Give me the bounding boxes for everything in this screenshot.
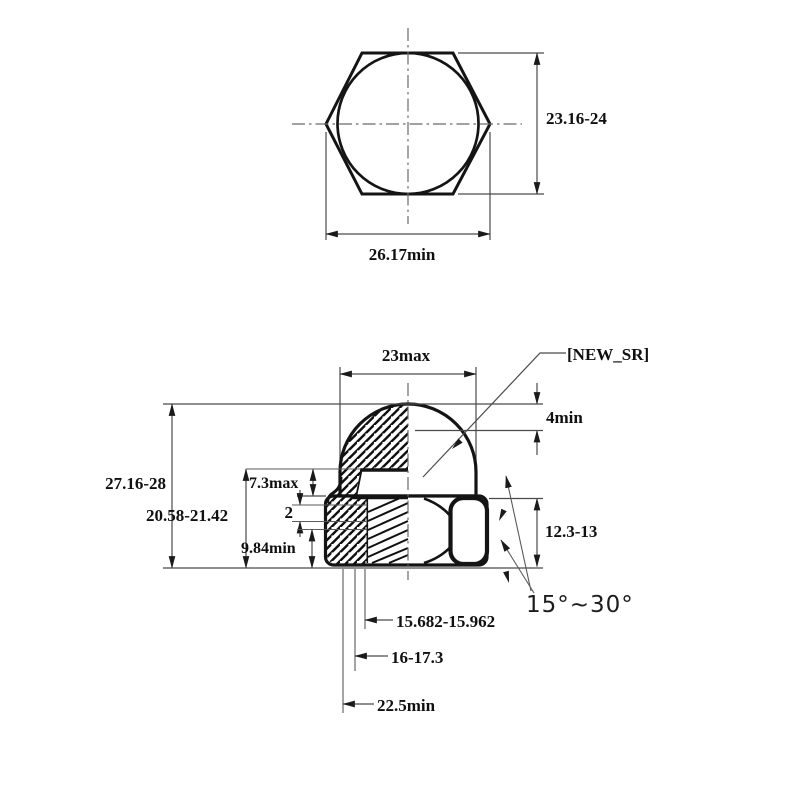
dim-thread-length: 22.5min <box>377 696 436 715</box>
dome-hex-shoulder <box>326 476 343 504</box>
dim-crown-height: 4min <box>546 408 583 427</box>
hex-corner-face <box>448 495 490 567</box>
cavity-wall <box>355 470 363 498</box>
dim-total-height: 27.16-28 <box>105 474 166 493</box>
chamfer-angle-leaders <box>499 475 535 594</box>
thread-lines <box>367 497 409 564</box>
dim-thread-minor-dia: 15.682-15.962 <box>396 612 495 631</box>
dim-thread-depth: 9.84min <box>241 540 296 557</box>
section-view: 23max [NEW_SR] 4min 27.16-28 20.58-21.42… <box>105 345 649 715</box>
top-view-centerlines <box>292 28 522 224</box>
dim-counterbore-depth: 7.3max <box>249 475 298 492</box>
dim-across-corners: 26.17min <box>369 245 436 264</box>
dim-chamfer-angle: 15°~30° <box>526 592 634 618</box>
section-dimension-lines <box>163 367 543 713</box>
overlay-dimension-lines <box>163 403 543 531</box>
dim-inner-height: 20.58-21.42 <box>146 506 228 525</box>
dim-tap-drill-depth: 16-17.3 <box>391 648 443 667</box>
dim-across-flats: 23.16-24 <box>546 109 607 128</box>
sr-leader-arrow <box>452 438 463 449</box>
dim-cap-diameter: 23max <box>382 346 431 365</box>
top-view-dimension-lines <box>325 52 544 240</box>
dim-thread-runout: 2 <box>285 503 294 522</box>
sr-leader <box>422 352 566 478</box>
section-hatch <box>327 405 408 564</box>
dim-hex-height: 12.3-13 <box>545 522 597 541</box>
top-view: 23.16-24 26.17min <box>292 28 607 264</box>
sr-callout-label: [NEW_SR] <box>567 345 649 364</box>
